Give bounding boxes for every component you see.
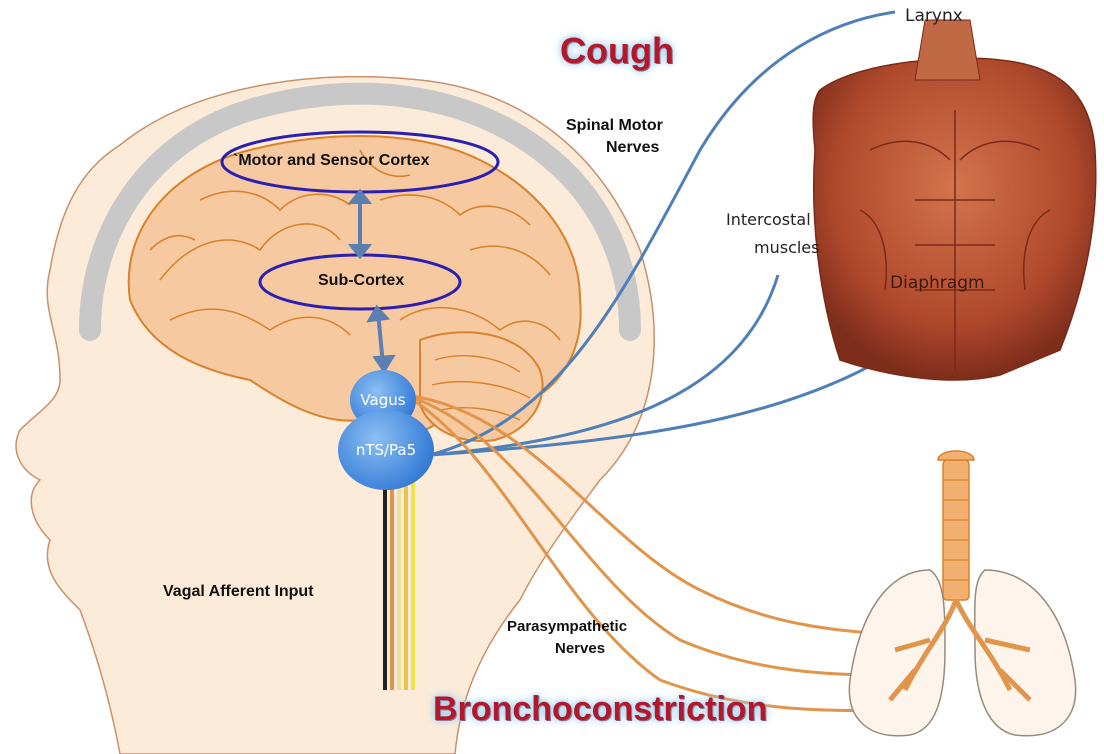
trachea: [938, 451, 974, 600]
label-intercostal-line1: Intercostal: [726, 210, 811, 229]
label-vagus: Vagus: [360, 391, 405, 409]
label-diaphragm: Diaphragm: [890, 273, 985, 293]
label-spinal-motor-nerves-line2: Nerves: [606, 139, 659, 157]
title-bronchoconstriction: Bronchoconstriction: [433, 690, 767, 729]
label-larynx: Larynx: [905, 6, 963, 26]
nts-pa5-node: nTS/Pa5: [338, 410, 434, 490]
left-lung: [849, 570, 945, 736]
label-parasympathetic-line2: Nerves: [555, 640, 605, 657]
label-nts-pa5: nTS/Pa5: [356, 441, 416, 459]
neck: [915, 20, 980, 80]
label-motor-sensor-cortex: `Motor and Sensor Cortex: [233, 152, 429, 170]
label-sub-cortex: Sub-Cortex: [318, 272, 404, 290]
label-intercostal-line2: muscles: [754, 238, 819, 257]
title-cough: Cough: [560, 30, 674, 72]
label-vagal-afferent-input: Vagal Afferent Input: [163, 583, 314, 601]
label-parasympathetic-line1: Parasympathetic: [507, 618, 627, 635]
label-spinal-motor-nerves-line1: Spinal Motor: [566, 117, 663, 135]
